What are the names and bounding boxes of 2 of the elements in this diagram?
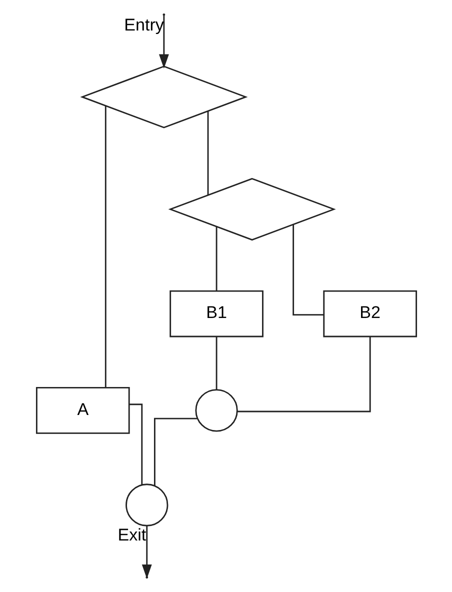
edge-label: Exit — [117, 526, 146, 545]
edge-label: Entry — [124, 15, 164, 34]
